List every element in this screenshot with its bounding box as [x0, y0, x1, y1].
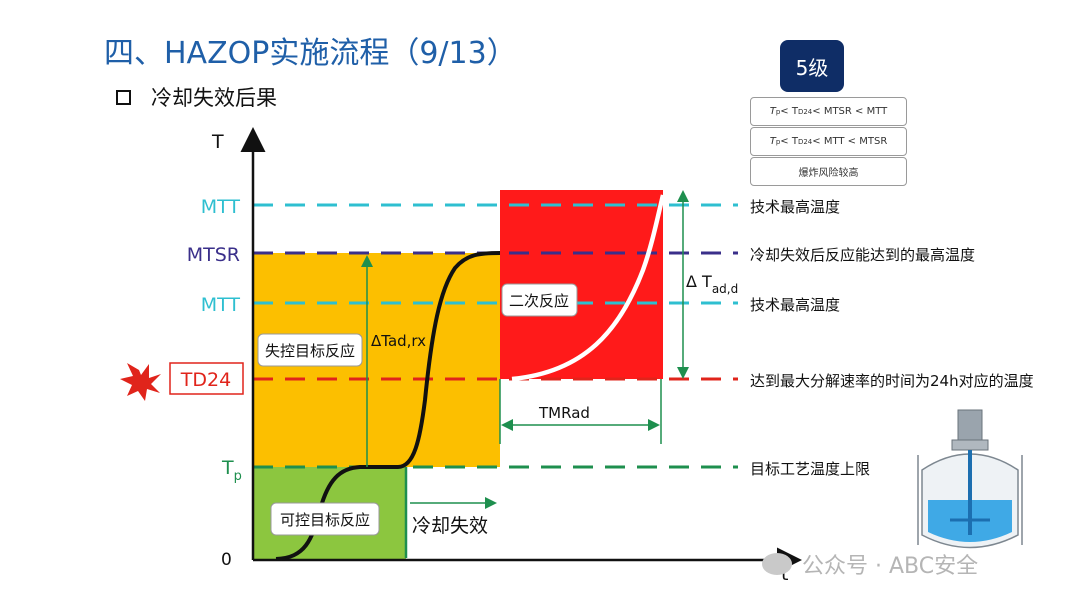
- secondary-label-box: [501, 283, 578, 317]
- delta-tad-rx-label: ΔTad,rx: [371, 332, 426, 350]
- td24-label: TD24: [180, 369, 231, 391]
- secondary-label: 二次反应: [509, 292, 569, 310]
- reactor-icon: [917, 409, 1023, 549]
- runaway-label-box: [257, 333, 363, 367]
- mtt-top-description: 技术最高温度: [750, 198, 840, 216]
- subtitle-text: 冷却失效后果: [151, 86, 277, 110]
- condition-box-3: 爆炸风险较高: [750, 157, 907, 186]
- x-axis-label: t: [781, 563, 788, 585]
- watermark: 公众号 · ABC安全: [762, 548, 978, 580]
- explosion-icon: [120, 363, 161, 401]
- origin-label: 0: [221, 550, 232, 570]
- mtsr-label: MTSR: [187, 244, 240, 266]
- slide-title: 四、HAZOP实施流程（9/13）: [104, 36, 517, 71]
- controlled-label-box: [270, 502, 380, 536]
- y-axis-label: T: [211, 131, 224, 153]
- square-bullet-icon: [116, 89, 131, 105]
- td24-description: 达到最大分解速率的时间为24h对应的温度: [750, 372, 1034, 390]
- runaway-label: 失控目标反应: [265, 342, 355, 360]
- wechat-icon: [762, 553, 792, 575]
- cooling-failure-label: 冷却失效: [412, 515, 488, 537]
- watermark-text: 公众号 · ABC安全: [802, 554, 979, 579]
- tp-description: 目标工艺温度上限: [750, 460, 870, 478]
- level-badge: 5级: [780, 40, 844, 92]
- mtt-mid-label: MTT: [201, 294, 241, 316]
- mtt-top-label: MTT: [201, 196, 241, 218]
- tmrad-label: TMRad: [538, 404, 590, 422]
- subtitle-row: 冷却失效后果: [116, 82, 277, 112]
- secondary-curve: [511, 194, 666, 382]
- mtsr-description: 冷却失效后反应能达到的最高温度: [750, 246, 975, 264]
- controlled-label: 可控目标反应: [280, 511, 370, 529]
- tp-label: Tp: [221, 457, 242, 484]
- mtt-mid-description: 技术最高温度: [750, 296, 840, 314]
- delta-tad-d-label: Δ Tad,d: [686, 272, 738, 296]
- td24-label-box: [169, 362, 244, 395]
